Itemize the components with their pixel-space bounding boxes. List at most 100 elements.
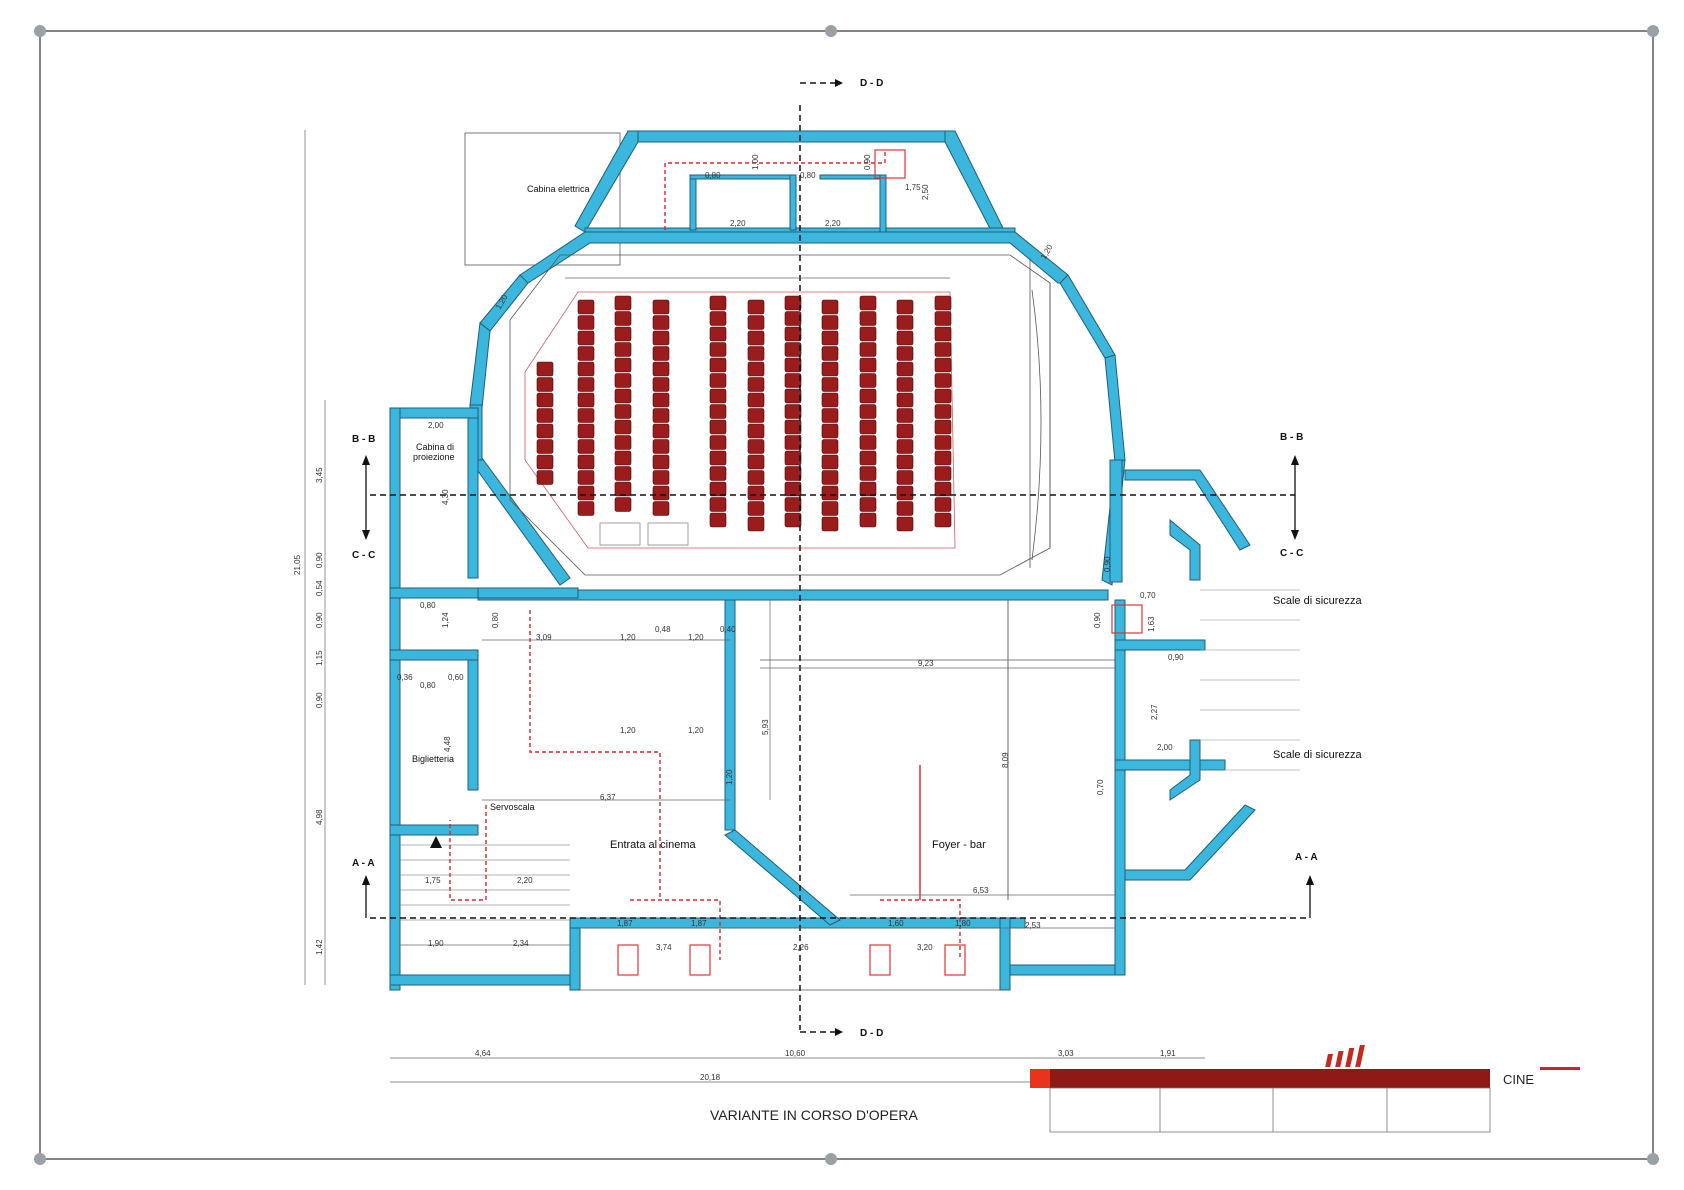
seat bbox=[821, 423, 839, 439]
seat bbox=[821, 392, 839, 408]
seat bbox=[934, 311, 952, 326]
seat bbox=[747, 299, 765, 315]
dim-text: 5,93 bbox=[761, 719, 770, 735]
seat bbox=[614, 326, 632, 342]
dim-text: 3,09 bbox=[536, 633, 552, 642]
seat bbox=[934, 388, 952, 404]
sheet-frame bbox=[39, 30, 1654, 1160]
seat bbox=[896, 439, 914, 454]
dim-left-seg: 0,90 bbox=[315, 692, 324, 708]
seat bbox=[614, 466, 632, 481]
dim-text: 0,70 bbox=[1140, 591, 1156, 600]
seat bbox=[934, 326, 952, 342]
title-block bbox=[1030, 1069, 1491, 1133]
bottom-dimension-texts: 4,64 10,60 3,03 1,91 20,18 bbox=[475, 1049, 1176, 1082]
dim-text: 1,87 bbox=[617, 919, 633, 928]
room-label-servoscala: Servoscala bbox=[490, 802, 535, 812]
dim-text: 8,09 bbox=[1001, 752, 1010, 768]
section-label-cc-right: C - C bbox=[1280, 548, 1303, 559]
seat bbox=[709, 497, 727, 512]
seat bbox=[821, 454, 839, 470]
interior-dimension-texts: 0,80 1,00 0,80 0,90 1,75 2,50 2,20 2,20 … bbox=[397, 154, 1184, 952]
seat bbox=[577, 361, 595, 377]
seat bbox=[652, 408, 670, 423]
interior-dimension-lines bbox=[400, 277, 1115, 946]
seat bbox=[859, 295, 877, 311]
seat bbox=[896, 454, 914, 470]
seat bbox=[577, 408, 595, 423]
seat bbox=[896, 346, 914, 361]
section-label-bb-left: B - B bbox=[352, 434, 375, 445]
seat bbox=[614, 295, 632, 311]
dim-left-total: 21,05 bbox=[293, 554, 302, 575]
dim-text: 2,20 bbox=[825, 219, 841, 228]
seat bbox=[536, 454, 554, 470]
seat bbox=[896, 516, 914, 532]
seat bbox=[577, 330, 595, 346]
seat bbox=[652, 439, 670, 454]
seat bbox=[747, 392, 765, 408]
dim-text: 1,00 bbox=[751, 154, 760, 170]
seat bbox=[747, 516, 765, 532]
room-label-entrata: Entrata al cinema bbox=[610, 839, 696, 851]
seat bbox=[859, 450, 877, 466]
seat bbox=[784, 311, 802, 326]
seat bbox=[652, 299, 670, 315]
auditorium-walls bbox=[469, 231, 1126, 586]
seat bbox=[859, 481, 877, 497]
seat bbox=[896, 501, 914, 516]
seat bbox=[859, 342, 877, 357]
seat bbox=[709, 311, 727, 326]
dim-text: 0,80 bbox=[800, 171, 816, 180]
seat bbox=[536, 392, 554, 408]
seat bbox=[859, 419, 877, 435]
dim-bottom: 10,60 bbox=[785, 1049, 806, 1058]
seat bbox=[784, 435, 802, 450]
bottom-dimension-chain bbox=[390, 1057, 1205, 1083]
seat bbox=[784, 357, 802, 373]
dim-text: 2,53 bbox=[1025, 921, 1041, 930]
seat bbox=[577, 377, 595, 392]
room-label-cabina-proiezione-1: Cabina di bbox=[416, 442, 454, 452]
dim-text: 2,00 bbox=[1157, 743, 1173, 752]
dim-left-seg: 4,98 bbox=[315, 809, 324, 825]
seat bbox=[709, 388, 727, 404]
accessibility-icons bbox=[617, 149, 1143, 976]
section-label-aa-right: A - A bbox=[1295, 852, 1318, 863]
seat bbox=[859, 326, 877, 342]
frame-handles[interactable] bbox=[34, 25, 1659, 1165]
seat bbox=[614, 311, 632, 326]
seat bbox=[934, 481, 952, 497]
seat bbox=[709, 404, 727, 419]
seat bbox=[934, 466, 952, 481]
seat bbox=[709, 450, 727, 466]
seat bbox=[709, 295, 727, 311]
dim-text: 2,00 bbox=[428, 421, 444, 430]
seat bbox=[821, 299, 839, 315]
dim-bottom: 4,64 bbox=[475, 1049, 491, 1058]
seat bbox=[652, 392, 670, 408]
seat bbox=[859, 311, 877, 326]
seat bbox=[784, 419, 802, 435]
dim-text: 0,90 bbox=[863, 154, 872, 170]
dim-text: 2,26 bbox=[793, 943, 809, 952]
seat bbox=[784, 388, 802, 404]
dim-text: 2,20 bbox=[730, 219, 746, 228]
dim-left-seg: 4,48 bbox=[443, 736, 452, 752]
dim-text: 2,27 bbox=[1150, 704, 1159, 720]
seat bbox=[709, 342, 727, 357]
dim-text: 2,34 bbox=[513, 939, 529, 948]
room-label-scale-2: Scale di sicurezza bbox=[1273, 749, 1363, 761]
dim-text: 9,23 bbox=[918, 659, 934, 668]
seat bbox=[859, 512, 877, 528]
seat bbox=[821, 377, 839, 392]
seat bbox=[859, 357, 877, 373]
seat bbox=[652, 346, 670, 361]
seat bbox=[934, 497, 952, 512]
dim-text: 1,75 bbox=[425, 876, 441, 885]
dim-text: 1,80 bbox=[955, 919, 971, 928]
seating-rows bbox=[536, 295, 952, 532]
dim-text: 1,63 bbox=[1147, 616, 1156, 632]
dim-text: 0,90 bbox=[1093, 612, 1102, 628]
